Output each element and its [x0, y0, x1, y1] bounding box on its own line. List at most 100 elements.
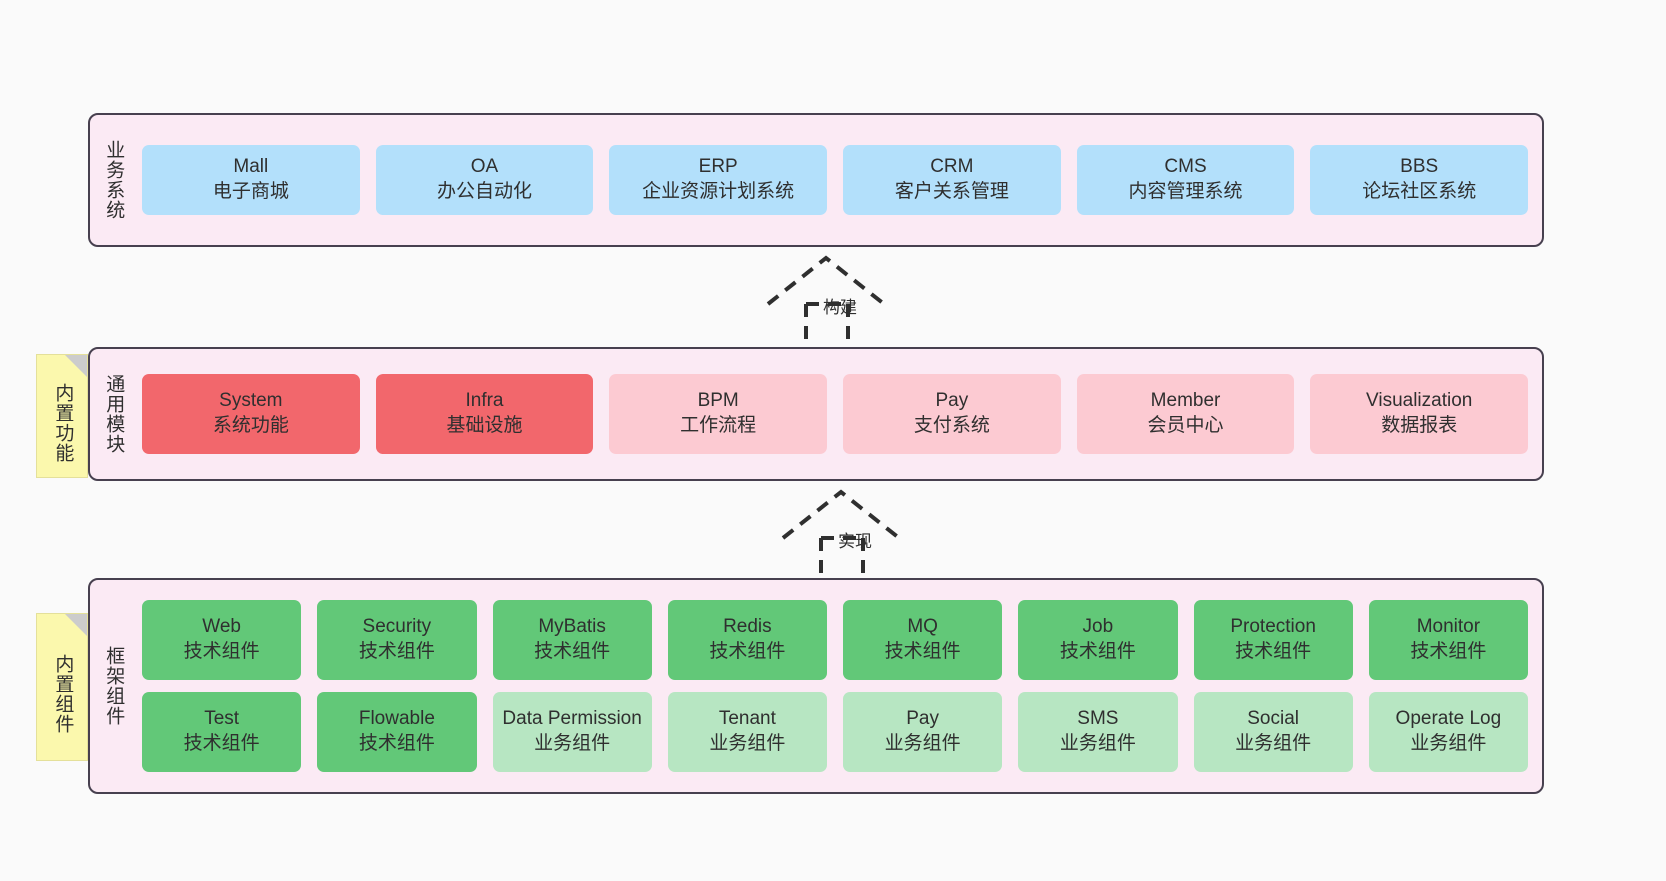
layer-framework-components: 框架组件 Web 技术组件 Security 技术组件 MyBatis 技术组件… — [88, 578, 1544, 794]
node-title: Job — [1082, 616, 1114, 638]
node-subtitle: 业务组件 — [1410, 733, 1487, 754]
note-fold-icon — [65, 355, 87, 377]
layer-row: System 系统功能 Infra 基础设施 BPM 工作流程 Pay 支付系统… — [142, 374, 1529, 454]
node-security[interactable]: Security 技术组件 — [317, 600, 477, 680]
node-subtitle: 论坛社区系统 — [1362, 181, 1477, 202]
node-title: Member — [1150, 390, 1221, 412]
layer-row: Mall 电子商城 OA 办公自动化 ERP 企业资源计划系统 CRM 客户关系… — [142, 145, 1529, 215]
node-title: Monitor — [1416, 616, 1481, 638]
note-label: 内置组件 — [52, 654, 74, 734]
note-builtin-components: 内置组件 — [36, 613, 88, 761]
node-bbs[interactable]: BBS 论坛社区系统 — [1310, 145, 1529, 215]
node-subtitle: 会员中心 — [1147, 415, 1224, 436]
node-title: BBS — [1400, 156, 1439, 178]
node-subtitle: 技术组件 — [709, 641, 786, 662]
node-title: Infra — [465, 390, 504, 412]
node-sms[interactable]: SMS 业务组件 — [1018, 692, 1178, 772]
node-subtitle: 支付系统 — [913, 415, 990, 436]
node-title: System — [219, 390, 283, 412]
node-bpm[interactable]: BPM 工作流程 — [609, 374, 828, 454]
note-label: 内置功能 — [52, 383, 74, 463]
node-subtitle: 技术组件 — [884, 641, 961, 662]
node-mall[interactable]: Mall 电子商城 — [142, 145, 360, 215]
layer-title-framework: 框架组件 — [103, 646, 125, 726]
node-subtitle: 电子商城 — [212, 181, 289, 202]
node-infra[interactable]: Infra 基础设施 — [375, 374, 594, 454]
node-web[interactable]: Web 技术组件 — [142, 600, 302, 680]
node-title: Mall — [233, 156, 269, 178]
node-subtitle: 工作流程 — [680, 415, 757, 436]
node-flowable[interactable]: Flowable 技术组件 — [317, 692, 477, 772]
layer-body-business: Mall 电子商城 OA 办公自动化 ERP 企业资源计划系统 CRM 客户关系… — [136, 115, 1542, 245]
node-subtitle: 企业资源计划系统 — [642, 181, 795, 202]
connector-build: 构建 — [760, 252, 920, 352]
node-data-permission[interactable]: Data Permission 业务组件 — [492, 692, 652, 772]
node-erp[interactable]: ERP 企业资源计划系统 — [609, 145, 828, 215]
node-pay-module[interactable]: Pay 支付系统 — [843, 374, 1061, 454]
node-title: MQ — [907, 616, 938, 638]
node-title: SMS — [1077, 708, 1119, 730]
node-subtitle: 系统功能 — [212, 415, 289, 436]
node-job[interactable]: Job 技术组件 — [1018, 600, 1178, 680]
node-title: Tenant — [718, 708, 776, 730]
node-pay-component[interactable]: Pay 业务组件 — [843, 692, 1003, 772]
node-title: CMS — [1164, 156, 1207, 178]
node-mybatis[interactable]: MyBatis 技术组件 — [492, 600, 652, 680]
node-tenant[interactable]: Tenant 业务组件 — [667, 692, 827, 772]
layer-title-common: 通用模块 — [103, 374, 125, 454]
node-title: OA — [470, 156, 499, 178]
node-title: Web — [202, 616, 241, 638]
node-title: Pay — [935, 390, 969, 412]
generalization-arrowhead-icon — [766, 255, 886, 306]
node-subtitle: 技术组件 — [183, 733, 260, 754]
node-title: Operate Log — [1395, 708, 1502, 730]
node-crm[interactable]: CRM 客户关系管理 — [843, 145, 1061, 215]
layer-row: Web 技术组件 Security 技术组件 MyBatis 技术组件 Redi… — [142, 600, 1528, 680]
node-social[interactable]: Social 业务组件 — [1193, 692, 1353, 772]
node-protection[interactable]: Protection 技术组件 — [1193, 600, 1353, 680]
node-subtitle: 客户关系管理 — [894, 181, 1009, 202]
node-system[interactable]: System 系统功能 — [142, 374, 360, 454]
node-title: BPM — [697, 390, 739, 412]
node-title: Visualization — [1366, 390, 1473, 412]
node-subtitle: 基础设施 — [446, 415, 523, 436]
node-visualization[interactable]: Visualization 数据报表 — [1310, 374, 1529, 454]
note-builtin-features: 内置功能 — [36, 354, 88, 478]
node-subtitle: 技术组件 — [358, 641, 435, 662]
node-member[interactable]: Member 会员中心 — [1076, 374, 1295, 454]
node-monitor[interactable]: Monitor 技术组件 — [1368, 600, 1528, 680]
node-title: CRM — [930, 156, 974, 178]
connector-implement: 实现 — [775, 486, 935, 586]
node-oa[interactable]: OA 办公自动化 — [375, 145, 594, 215]
node-test[interactable]: Test 技术组件 — [142, 692, 302, 772]
node-subtitle: 业务组件 — [709, 733, 786, 754]
node-title: Data Permission — [502, 708, 642, 730]
node-title: Social — [1247, 708, 1299, 730]
connector-label-implement: 实现 — [838, 532, 872, 551]
node-operate-log[interactable]: Operate Log 业务组件 — [1368, 692, 1528, 772]
node-subtitle: 技术组件 — [1410, 641, 1487, 662]
node-redis[interactable]: Redis 技术组件 — [667, 600, 827, 680]
node-subtitle: 技术组件 — [1059, 641, 1136, 662]
node-title: Redis — [723, 616, 772, 638]
node-title: Test — [204, 708, 240, 730]
node-title: Security — [362, 616, 432, 638]
node-subtitle: 技术组件 — [183, 641, 260, 662]
node-title: ERP — [698, 156, 738, 178]
node-subtitle: 技术组件 — [358, 733, 435, 754]
node-subtitle: 数据报表 — [1381, 415, 1458, 436]
node-subtitle: 技术组件 — [534, 641, 611, 662]
layer-row: Test 技术组件 Flowable 技术组件 Data Permission … — [142, 692, 1528, 772]
generalization-arrowhead-icon — [781, 489, 901, 540]
layer-business-system: 业务系统 Mall 电子商城 OA 办公自动化 ERP 企业资源计划系统 CRM… — [88, 113, 1544, 247]
node-cms[interactable]: CMS 内容管理系统 — [1076, 145, 1295, 215]
note-fold-icon — [65, 614, 87, 636]
node-title: MyBatis — [538, 616, 606, 638]
layer-body-common: System 系统功能 Infra 基础设施 BPM 工作流程 Pay 支付系统… — [136, 349, 1542, 479]
node-title: Flowable — [358, 708, 435, 730]
node-mq[interactable]: MQ 技术组件 — [843, 600, 1003, 680]
node-subtitle: 业务组件 — [1059, 733, 1136, 754]
layer-body-framework: Web 技术组件 Security 技术组件 MyBatis 技术组件 Redi… — [136, 580, 1542, 792]
node-title: Pay — [906, 708, 939, 730]
